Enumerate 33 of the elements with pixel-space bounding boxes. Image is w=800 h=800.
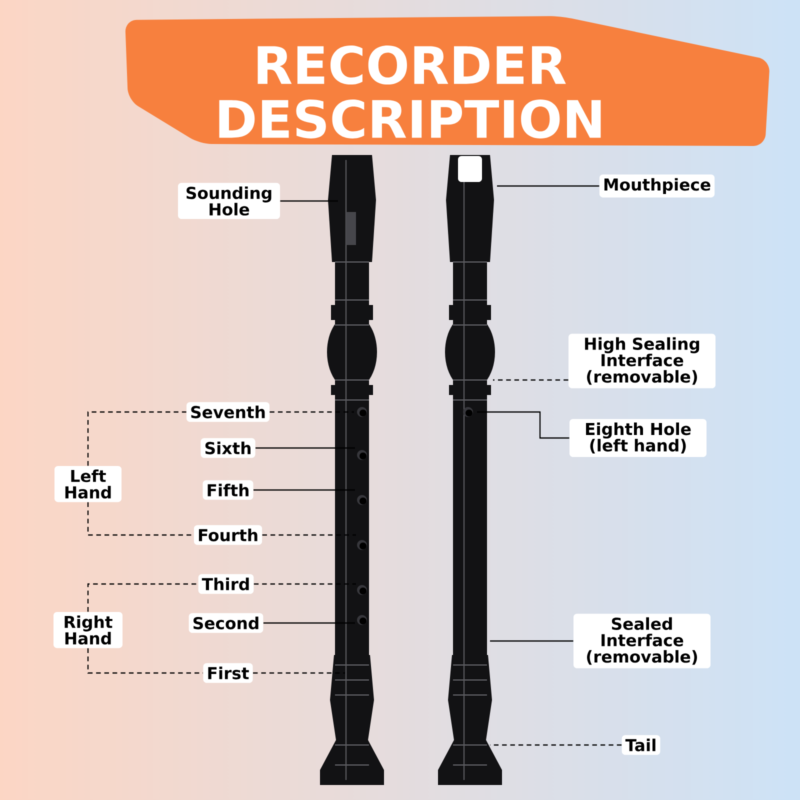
leader-line <box>254 489 355 491</box>
hand-group-label: Right Hand <box>53 612 123 648</box>
leader-line <box>497 185 600 187</box>
part-label: Third <box>198 574 254 594</box>
leader-line <box>280 200 338 202</box>
leader-line <box>254 583 356 585</box>
part-label: High Sealing Interface (removable) <box>568 334 716 388</box>
leader-line <box>270 411 354 413</box>
part-label: Fifth <box>202 480 254 500</box>
part-label: Mouthpiece <box>599 174 715 198</box>
part-label: First <box>203 663 253 683</box>
bracket-line <box>87 648 203 674</box>
title: RECORDER DESCRIPTION <box>219 46 601 138</box>
leader-line <box>490 744 622 746</box>
leader-line <box>256 447 355 449</box>
leader-line <box>477 411 570 439</box>
part-label: Second <box>188 613 264 633</box>
leader-line <box>253 672 345 674</box>
part-label: Eighth Hole (left hand) <box>570 418 707 458</box>
bracket-line <box>87 411 186 466</box>
part-label: Tail <box>622 735 660 755</box>
part-label: Sounding Hole <box>178 182 280 220</box>
leader-line <box>493 379 568 381</box>
part-label: Fourth <box>194 525 262 545</box>
part-label: Sixth <box>200 438 256 458</box>
part-label: Seventh <box>186 402 270 422</box>
part-label: Sealed Interface (removable) <box>574 614 711 668</box>
bracket-line <box>87 583 198 612</box>
leader-line <box>490 640 574 642</box>
leader-line <box>263 622 355 624</box>
leader-line <box>262 534 356 536</box>
bracket-line <box>87 502 194 536</box>
hand-group-label: Left Hand <box>54 466 122 502</box>
